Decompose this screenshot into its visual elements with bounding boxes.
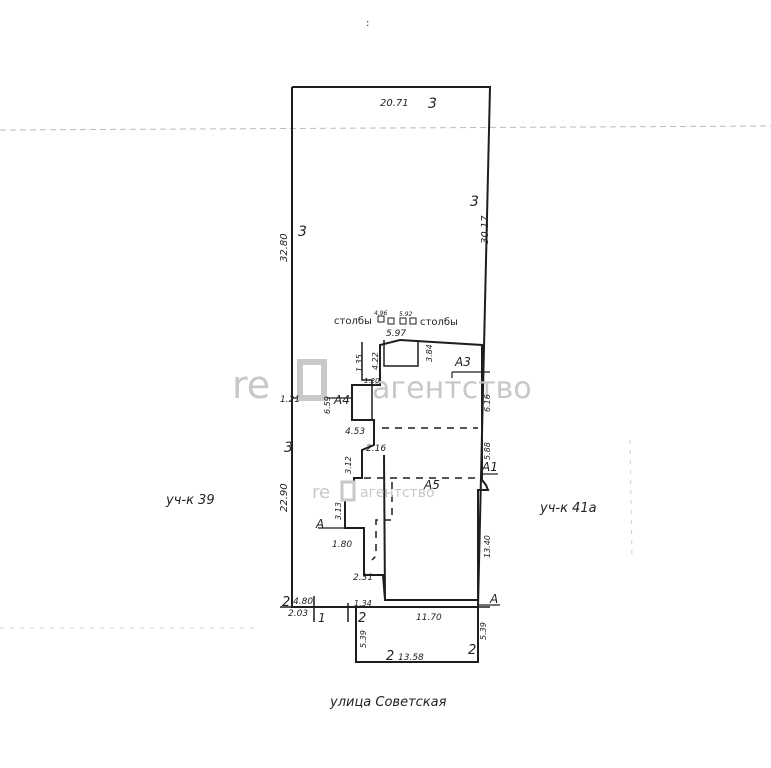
post-marker xyxy=(409,317,417,325)
scan-dot: : xyxy=(366,18,369,29)
a5-dim-a: 2.16 xyxy=(366,444,386,454)
a4-dim-a: 1.35 xyxy=(355,354,364,372)
posts-label-left: столбы xyxy=(334,316,372,327)
dim-right: 30.17 xyxy=(480,215,491,244)
watermark-small: re агентство xyxy=(312,480,435,503)
a-label: А xyxy=(489,592,498,606)
a4-dim-left: 6.59 xyxy=(323,396,332,414)
a-dim-c: 1.34 xyxy=(354,599,372,608)
house-inner-wall xyxy=(361,342,373,420)
watermark-logo-mark xyxy=(297,359,327,401)
front-dim-left: 5.39 xyxy=(359,630,368,648)
a5-dim-b: 3.12 xyxy=(344,456,353,474)
posts-dim-c: 5.97 xyxy=(386,329,406,339)
a3-dim-side: 3.84 xyxy=(425,344,434,362)
dim-step: 1.21 xyxy=(280,395,300,405)
a-dim-b: 2.31 xyxy=(353,573,373,583)
owner-mark-front-left: 2 xyxy=(358,611,366,626)
a5-dim-c: 3.13 xyxy=(334,502,343,520)
neighbor-right: уч-к 41а xyxy=(539,501,597,516)
owner-mark-bottom-left: 2 xyxy=(282,595,290,610)
dim-bottom-left2: 2.03 xyxy=(288,609,308,619)
post-marker xyxy=(387,317,395,325)
post-marker xyxy=(377,315,385,323)
front-dim-bottom: 13.58 xyxy=(398,653,424,663)
owner-mark-top: 3 xyxy=(428,96,437,112)
street-name: улица Советская xyxy=(329,695,447,710)
point-1: 1 xyxy=(318,611,326,625)
front-strip-outline xyxy=(355,607,479,663)
a-label-left: А xyxy=(315,517,324,531)
watermark-agency-small: агентство xyxy=(360,485,435,501)
a1-dim: 5.88 xyxy=(483,442,492,460)
scan-line-right xyxy=(629,439,633,561)
dim-bottom-left: 4.80 xyxy=(293,597,313,607)
neighbor-left: уч-к 39 xyxy=(165,493,215,508)
a-dim-a: 1.80 xyxy=(332,540,352,550)
a3-step xyxy=(383,340,419,367)
post-marker xyxy=(399,317,407,325)
owner-mark-front-bottom: 2 xyxy=(386,649,394,664)
a1-label: А1 xyxy=(481,460,498,474)
posts-dim-b: 5.92 xyxy=(399,311,413,318)
watermark-brand-small: re xyxy=(312,482,330,503)
owner-mark-right: 3 xyxy=(470,194,479,210)
a3-dim-top: 4.22 xyxy=(371,352,380,370)
a3-dim-right: 6.16 xyxy=(483,394,492,412)
watermark-brand: re xyxy=(232,363,270,407)
watermark-logo-mark-small xyxy=(340,480,356,502)
dim-left-lower: 22.90 xyxy=(279,483,290,512)
dim-top: 20.71 xyxy=(380,98,409,109)
front-dim-right: 5.39 xyxy=(479,622,488,640)
posts-label-right: столбы xyxy=(420,317,458,328)
a4-label: А4 xyxy=(333,393,350,407)
a5-label: А5 xyxy=(423,478,440,492)
a4-dim-bottom: 4.53 xyxy=(345,427,365,437)
a4-dim-b: 1.20 xyxy=(364,377,380,385)
posts-dim-a: 4.96 xyxy=(374,310,388,317)
owner-mark-front-right: 2 xyxy=(468,643,476,658)
owner-mark-left: 3 xyxy=(298,224,307,240)
watermark-agency: агентство xyxy=(372,371,532,406)
dim-left: 32.80 xyxy=(279,233,290,262)
a-dim-right: 13.40 xyxy=(483,535,492,558)
a3-label: А3 xyxy=(454,355,471,369)
owner-mark-left-lower: 3 xyxy=(284,440,293,456)
watermark-large: re агентство xyxy=(232,359,532,407)
a-dim-bottom: 11.70 xyxy=(416,613,442,623)
partition-a-inner xyxy=(371,482,393,561)
scan-line-top xyxy=(0,125,771,131)
